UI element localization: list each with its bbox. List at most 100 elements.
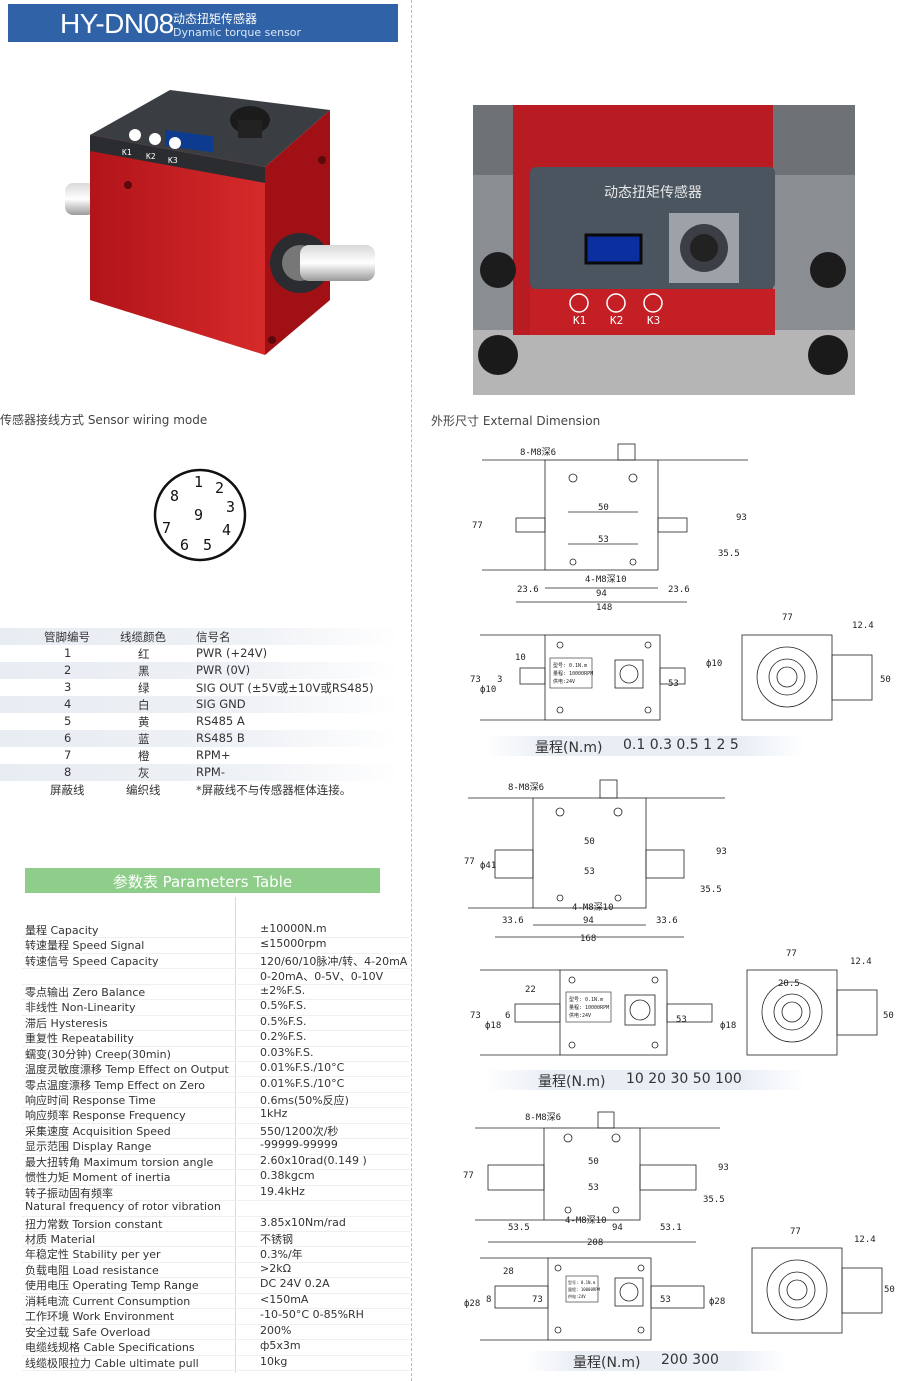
param-name: 重复性 Repeatability — [25, 1032, 134, 1046]
dimension-drawings: 8-M8深6 50 53 4-M8深10 94 148 23.6 23.6 77… — [463, 443, 895, 1341]
param-value: ≤15000rpm — [260, 937, 327, 951]
d2-e50: 50 — [883, 1011, 894, 1021]
d1-ext-left: 23.6 — [517, 585, 539, 595]
range-bar-1: 量程(N.m) 0.1 0.3 0.5 1 2 5 — [485, 736, 805, 756]
panel-k3-button[interactable] — [643, 293, 663, 313]
d2-plate-line-2: 量程: 10000RPM — [569, 1004, 609, 1011]
right-shaft — [300, 245, 375, 281]
d3-d28b: ф28 — [709, 1297, 725, 1307]
pin-3: 3 — [226, 498, 235, 516]
d3-e124: 12.4 — [854, 1235, 876, 1245]
table-row: 量程 Capacity±10000N.m — [22, 922, 410, 939]
d3-plate-line-1: 型号: 0.1N.m — [568, 1279, 596, 1285]
d1-h93: 93 — [736, 513, 747, 523]
pin-1: 1 — [194, 473, 203, 491]
param-value: >2kΩ — [260, 1261, 291, 1275]
d3-plate-line-3: 供电:24V — [568, 1293, 586, 1299]
drawing-2-front-view — [480, 969, 713, 1056]
panel-photo: 动态扭矩传感器 K1 K2 K3 — [473, 105, 855, 395]
title-cn: 动态扭矩传感器 — [173, 12, 258, 26]
d2-e77: 77 — [786, 949, 797, 959]
d2-s22: 22 — [525, 985, 536, 995]
range-2-values: 10 20 30 50 100 — [626, 1071, 742, 1087]
pin-4: 4 — [222, 521, 231, 539]
d2-w94: 94 — [583, 916, 594, 926]
param-value: 0.6ms(50%反应) — [260, 1093, 349, 1107]
param-value: 0.5%F.S. — [260, 1014, 307, 1028]
center-divider — [411, 0, 412, 1381]
d2-d18b: ф18 — [720, 1021, 736, 1031]
pin-7: 7 — [162, 519, 171, 537]
param-name: 扭力常数 Torsion constant — [25, 1217, 163, 1231]
table-row: 屏蔽线编织线*屏蔽线不与传感器框体连接。 — [50, 783, 352, 797]
param-value: 0.5%F.S. — [260, 999, 307, 1013]
panel-k2-button[interactable] — [606, 293, 626, 313]
param-name: 转速信号 Speed Capacity — [25, 954, 159, 968]
table-row: 消耗电流 Current Consumption<150mA — [22, 1292, 410, 1310]
d1-w94: 94 — [596, 589, 607, 599]
pin-2: 2 — [215, 479, 224, 497]
panel-display — [584, 233, 643, 265]
d2-h77: 77 — [464, 857, 475, 867]
d1-plate-line-3: 供电:24V — [553, 678, 575, 685]
k3-button[interactable] — [169, 137, 181, 149]
d1-ext-right: 23.6 — [668, 585, 690, 595]
d2-dia: ф41 — [480, 861, 496, 871]
panel-k1-button[interactable] — [569, 293, 589, 313]
param-value: 10kg — [260, 1354, 288, 1368]
d2-s6: 6 — [505, 1011, 510, 1021]
d2-s73: 73 — [470, 1011, 481, 1021]
param-name: 滞后 Hysteresis — [25, 1016, 108, 1030]
d2-w53: 53 — [584, 867, 595, 877]
model-number: HY-DN08 — [60, 8, 174, 39]
k2-button[interactable] — [149, 133, 161, 145]
table-row: 滞后 Hysteresis 0.5%F.S. — [22, 1014, 410, 1032]
d1-h77: 77 — [472, 521, 483, 531]
connector-pin-diagram: 1 2 3 4 5 6 7 8 9 — [153, 468, 247, 562]
param-name: 响应频率 Response Frequency — [25, 1109, 186, 1123]
d3-e50: 50 — [884, 1285, 895, 1295]
range-3-label: 量程(N.m) — [573, 1355, 641, 1371]
param-value: 不锈钢 — [260, 1233, 293, 1246]
k2-label: K2 — [146, 152, 156, 161]
table-row: 转速量程 Speed Signal≤15000rpm — [22, 937, 410, 954]
d2-w50: 50 — [584, 837, 595, 847]
d1-s53: 53 — [668, 679, 679, 689]
d1-s3: 3 — [497, 675, 502, 685]
range-3-values: 200 300 — [661, 1352, 719, 1368]
d2-s53: 53 — [676, 1015, 687, 1025]
d3-holes-top: 8-M8深6 — [525, 1112, 561, 1123]
pin-6: 6 — [180, 536, 189, 554]
d1-w53: 53 — [598, 535, 609, 545]
params-title-bar: 参数表 Parameters Table — [25, 868, 380, 893]
param-value: 1kHz — [260, 1107, 288, 1121]
param-value: 0.01%F.S./10°C — [260, 1076, 345, 1090]
title-en: Dynamic torque sensor — [173, 26, 302, 39]
param-value: ±10000N.m — [260, 922, 327, 935]
k1-button[interactable] — [129, 129, 141, 141]
d2-ext-right: 33.6 — [656, 916, 678, 926]
table-row: 0-20mA、0-5V、0-10V — [22, 968, 410, 985]
table-row: 负载电阻 Load resistance>2kΩ — [22, 1261, 410, 1279]
param-value: <150mA — [260, 1292, 309, 1306]
d2-holes-bot: 4-M8深10 — [572, 902, 614, 913]
param-value: 2.60x10rad(0.149 ) — [260, 1153, 367, 1167]
drawing-1-side-view — [482, 443, 748, 603]
drawing-1-end-view — [741, 634, 873, 721]
